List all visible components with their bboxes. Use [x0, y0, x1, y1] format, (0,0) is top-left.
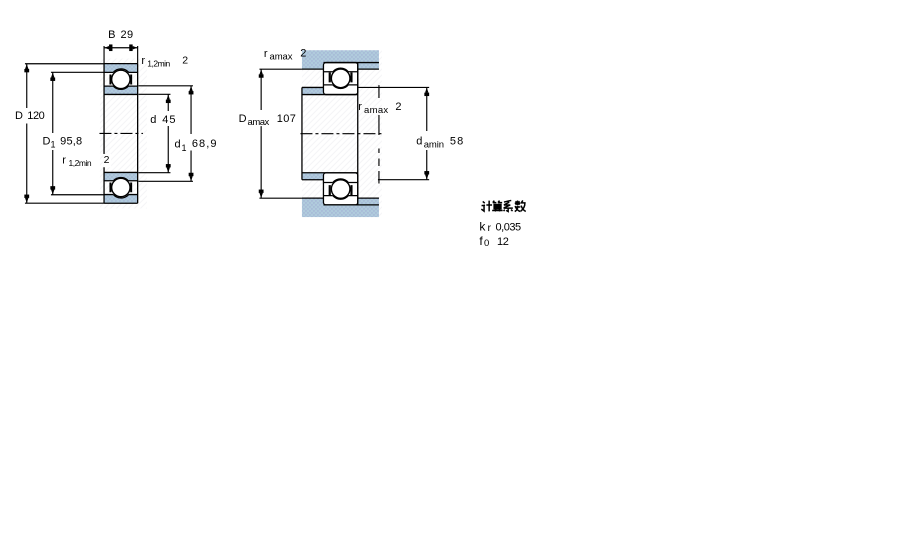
svg-text:r: r — [62, 155, 66, 167]
svg-text:k: k — [479, 220, 486, 234]
svg-text:1,2min: 1,2min — [69, 158, 92, 168]
svg-text:29: 29 — [121, 29, 134, 41]
svg-text:f: f — [479, 234, 483, 248]
svg-text:amax: amax — [364, 105, 388, 116]
svg-text:r: r — [358, 101, 362, 113]
svg-text:B: B — [108, 29, 115, 41]
svg-text:68,9: 68,9 — [192, 138, 218, 150]
svg-text:0: 0 — [484, 238, 489, 249]
svg-text:D: D — [15, 110, 23, 122]
svg-text:1: 1 — [181, 143, 186, 153]
svg-text:2: 2 — [395, 101, 401, 113]
svg-text:1: 1 — [50, 140, 55, 150]
svg-text:d: d — [416, 135, 422, 147]
svg-text:d: d — [174, 138, 180, 150]
svg-text:0,035: 0,035 — [496, 222, 521, 234]
svg-text:r: r — [141, 55, 145, 67]
svg-text:d: d — [150, 114, 156, 126]
svg-text:120: 120 — [27, 110, 44, 122]
svg-text:amin: amin — [424, 140, 444, 151]
svg-text:D: D — [42, 136, 50, 148]
svg-text:2: 2 — [300, 48, 306, 60]
svg-text:95,8: 95,8 — [60, 136, 82, 148]
svg-text:D: D — [239, 113, 247, 125]
svg-text:45: 45 — [162, 114, 176, 126]
svg-text:r: r — [264, 48, 268, 60]
svg-text:1,2min: 1,2min — [147, 58, 170, 68]
svg-text:107: 107 — [277, 113, 297, 125]
svg-text:r: r — [487, 222, 491, 234]
svg-text:amax: amax — [248, 117, 270, 128]
svg-text:2: 2 — [182, 54, 188, 66]
svg-text:12: 12 — [497, 236, 509, 248]
svg-text:58: 58 — [450, 135, 465, 147]
svg-text:amax: amax — [270, 52, 293, 63]
svg-text:2: 2 — [104, 154, 110, 166]
